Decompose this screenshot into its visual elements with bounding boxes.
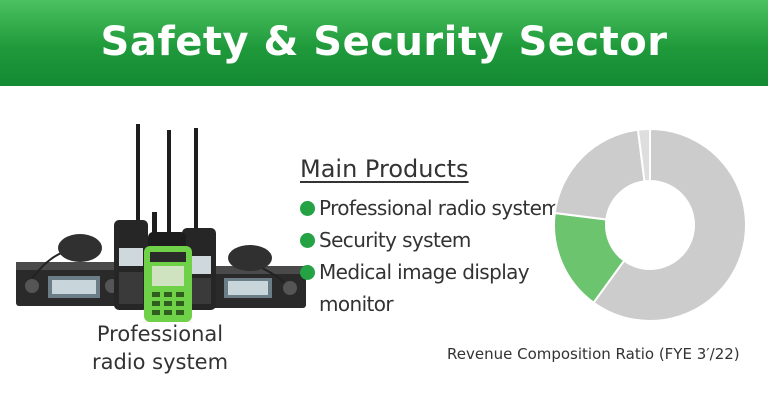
donut-slice-3 — [636, 127, 651, 183]
page-title: Safety & Security Sector — [100, 19, 668, 65]
list-item: Medical image display monitor — [300, 256, 560, 320]
radio-product-image — [16, 124, 306, 322]
microphone-left — [31, 234, 102, 279]
image-caption-line2: radio system — [91, 350, 229, 374]
donut-slice-0 — [592, 127, 747, 322]
microphone-right — [228, 245, 285, 283]
product-label: Professional radio system — [319, 196, 561, 220]
revenue-donut-chart — [553, 127, 747, 322]
main-products-heading: Main Products — [300, 155, 469, 183]
bullet-icon — [300, 233, 315, 248]
image-caption: Professional radio system — [60, 320, 260, 376]
header-banner: Safety & Security Sector — [0, 0, 768, 86]
main-products-list: Professional radio system Security syste… — [300, 192, 561, 320]
product-label-continued: monitor — [319, 292, 394, 316]
product-label: Security system — [319, 228, 471, 252]
donut-slice-2 — [553, 128, 646, 221]
product-label: Medical image display — [319, 260, 530, 284]
list-item: Professional radio system — [300, 192, 561, 224]
base-station-left — [16, 262, 126, 306]
list-item: Security system — [300, 224, 560, 256]
bullet-icon — [300, 201, 315, 216]
bullet-icon — [300, 265, 315, 280]
chart-caption: Revenue Composition Ratio (FYE 3′/22) — [447, 345, 740, 363]
radio-green — [144, 246, 192, 322]
image-caption-line1: Professional — [96, 322, 224, 346]
radio-black-left — [114, 220, 148, 310]
